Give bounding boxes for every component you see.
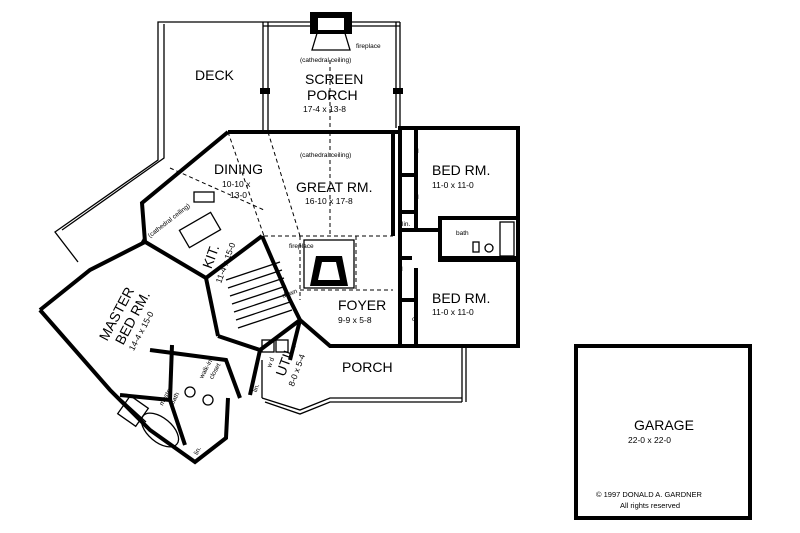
closet-label-3: cl [398,266,403,273]
screen-porch-dims: 17-4 x 13-8 [303,104,346,114]
dining-dims-2: 13-0 [230,190,247,200]
kitchen-note: (cathedral ceiling) [147,202,192,239]
porch-label: PORCH [342,359,393,375]
stairs [225,261,293,329]
dining-dims-1: 10-10 x [222,179,251,189]
copyright-line-2: All rights reserved [620,501,680,510]
deck-outline [54,21,263,263]
bed-room-2-dims: 11-0 x 11-0 [432,307,474,317]
bed-room-1-dims: 11-0 x 11-0 [432,180,474,190]
foyer-dims: 9-9 x 5-8 [338,315,372,325]
util-linen-label: lin. [252,383,261,393]
garage [574,344,752,520]
great-room-dims: 16-10 x 17-8 [305,196,353,206]
interior-walls [119,130,520,446]
hall-bath-fixtures [472,221,515,257]
great-room-note: (cathedral ceiling) [300,152,351,159]
great-room-fireplace [303,239,355,289]
screen-porch-label-2: PORCH [307,87,358,103]
exterior-walls [38,126,520,465]
copyright-line-1: © 1997 DONALD A. GARDNER [596,490,703,499]
hall-linen-label: lin. [402,221,411,228]
util-wd-label: w d [266,356,277,369]
hall-bath-label: bath [456,230,469,237]
screen-porch-note: (cathedral ceiling) [300,57,351,64]
closet-label-1: cl [414,148,419,155]
screen-porch-fireplace-label: fireplace [356,43,381,50]
screen-porch-fireplace [310,12,352,51]
foyer-label: FOYER [338,297,386,313]
dining-label: DINING [214,161,263,177]
master-linen-label: lin. [193,445,203,456]
screen-porch-label-1: SCREEN [305,71,363,87]
great-room-label: GREAT RM. [296,179,373,195]
bed-room-1-label: BED RM. [432,162,490,178]
kitchen-label: KIT. [199,242,222,270]
kitchen-island [178,191,222,249]
washer-dryer [261,339,289,353]
front-porch [261,346,467,415]
closet-label-4: cl [412,316,417,323]
dashed-lines [169,131,393,300]
closet-label-2: cl [414,194,419,201]
garage-dims: 22-0 x 22-0 [628,435,671,445]
deck-label: DECK [195,67,235,83]
great-room-fireplace-label: fireplace [289,243,314,250]
master-bath-fixtures [116,386,214,448]
garage-label: GARAGE [634,417,694,433]
bed-room-2-label: BED RM. [432,290,490,306]
